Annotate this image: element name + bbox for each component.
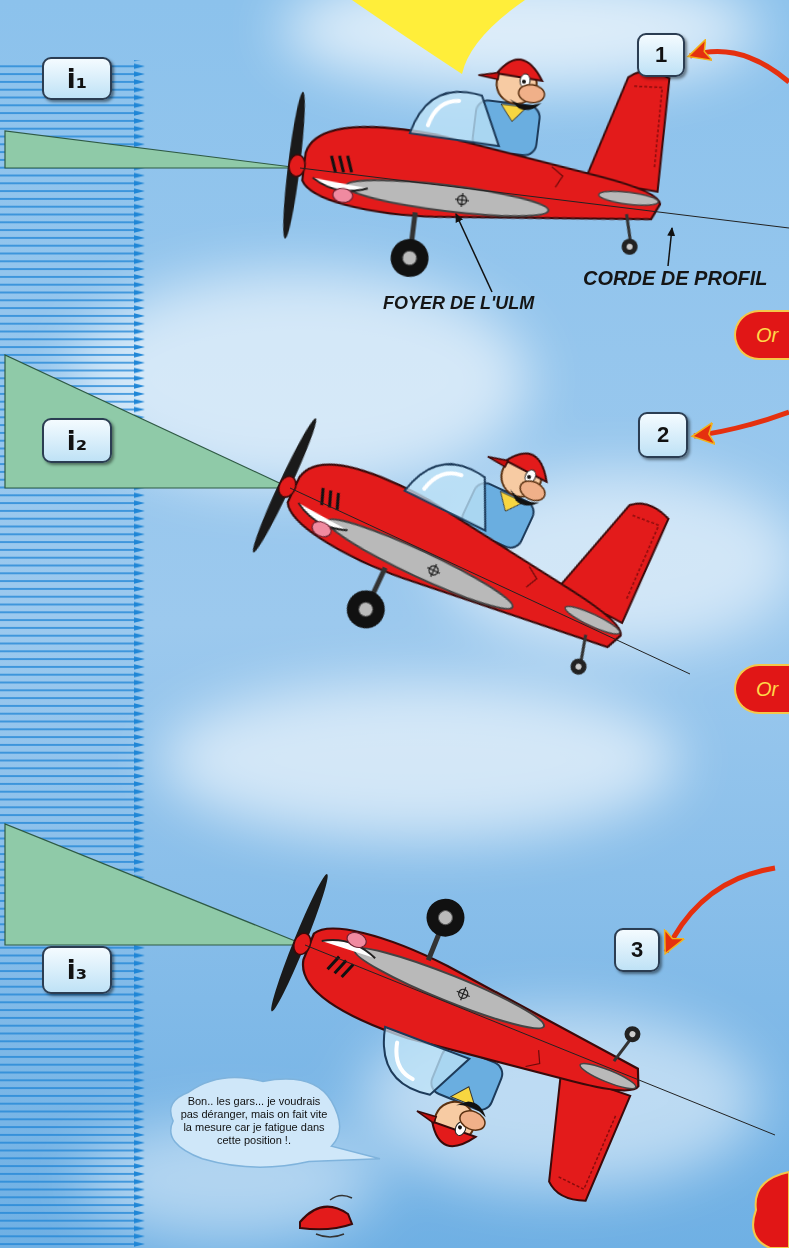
part-label: CORDE DE PROFIL xyxy=(583,267,767,290)
incidence-angle xyxy=(5,355,290,488)
incidence-angle xyxy=(5,824,305,945)
cut-bubble-text: Or xyxy=(756,324,778,347)
speech-bubble: Bon.. les gars... je voudrais pas dérang… xyxy=(168,1076,340,1166)
callout-number-text: 2 xyxy=(657,422,669,448)
pointer-arrow xyxy=(690,52,789,82)
bubble-outline xyxy=(171,1078,380,1168)
airflow-arrows xyxy=(0,60,145,1248)
ulm-plane xyxy=(276,29,676,306)
callout-number: 3 xyxy=(614,928,660,972)
chord-line xyxy=(300,168,789,228)
cut-bubble xyxy=(753,1172,789,1248)
leader-arrow xyxy=(456,214,492,292)
pointer-arrow xyxy=(666,868,775,952)
yellow-bubble xyxy=(352,0,525,74)
callout-number: 2 xyxy=(638,412,688,458)
angle-label-text: i₂ xyxy=(67,426,87,456)
ulm-plane xyxy=(238,360,675,729)
cut-bubble: Or xyxy=(734,310,789,360)
angle-label-text: i₃ xyxy=(67,955,87,985)
cut-bubble: Or xyxy=(734,664,789,714)
callout-number-text: 3 xyxy=(631,937,643,963)
cut-bubble-text: Or xyxy=(756,678,778,701)
part-label: FOYER DE L'ULM xyxy=(383,293,534,314)
angle-label: i₁ xyxy=(42,57,112,100)
callout-number: 1 xyxy=(637,33,685,77)
incidence-angle xyxy=(5,131,300,168)
leader-arrow xyxy=(668,228,672,266)
falling-cap xyxy=(300,1207,352,1230)
angle-label: i₂ xyxy=(42,418,112,463)
callout-number-text: 1 xyxy=(655,42,667,68)
angle-label-text: i₁ xyxy=(67,64,87,94)
speech-bubble-text: Bon.. les gars... je voudrais pas dérang… xyxy=(180,1095,328,1146)
chord-line xyxy=(305,945,775,1135)
clouds xyxy=(70,0,789,1240)
angle-label: i₃ xyxy=(42,946,112,994)
motion-lines xyxy=(316,1195,352,1237)
pointer-arrow xyxy=(694,412,789,436)
chord-line xyxy=(290,488,690,674)
